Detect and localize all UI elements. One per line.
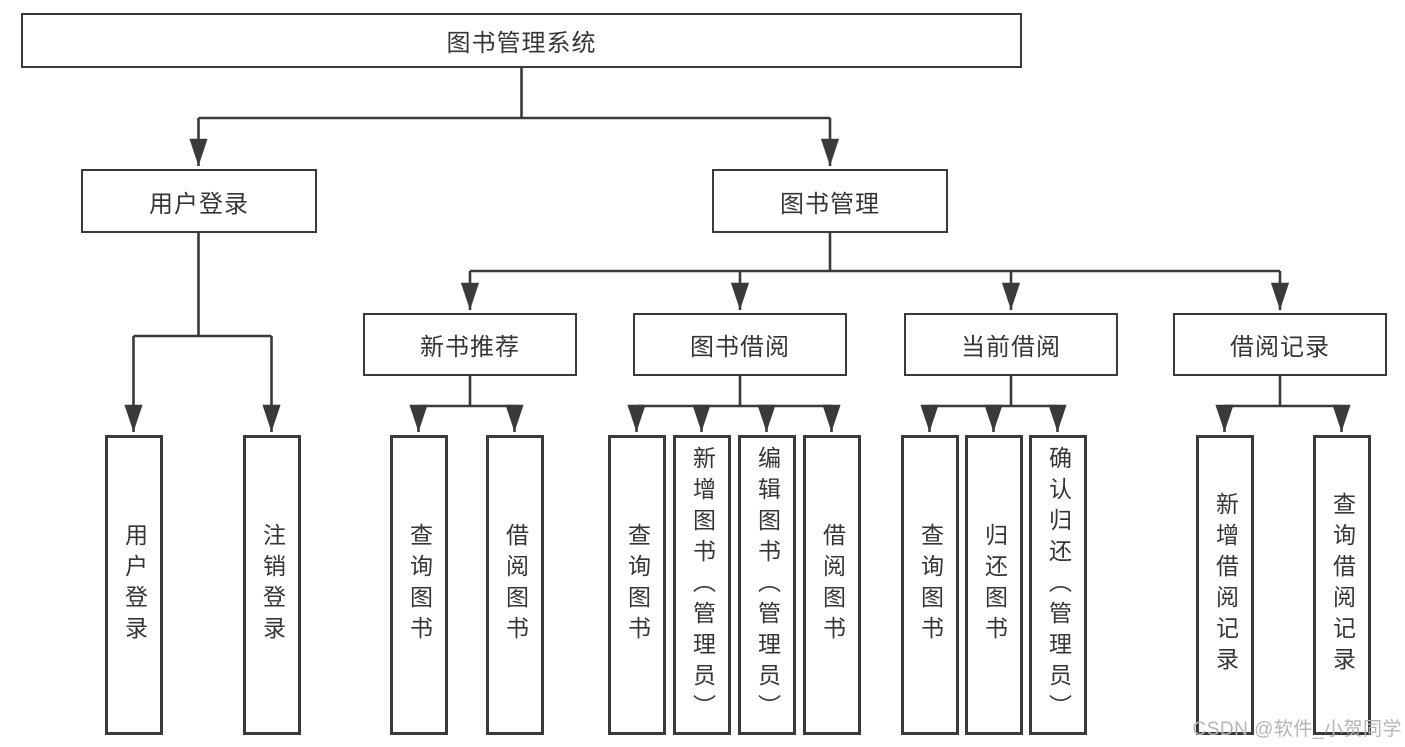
watermark: CSDN @软件_小贺同学 — [1192, 719, 1402, 740]
leaf-edit-book-admin: 编辑图书（管理员） — [738, 435, 796, 735]
node-borrowing-records: 借阅记录 — [1173, 313, 1387, 376]
leaf-add-borrow-record: 新增借阅记录 — [1196, 435, 1254, 735]
node-label: 编辑图书（管理员） — [754, 445, 781, 725]
node-label: 图书管理 — [780, 190, 880, 218]
node-library-system: 图书管理系统 — [21, 13, 1022, 68]
leaf-query-books-borrowing: 查询图书 — [608, 435, 666, 735]
connector-borrowing-records-branch — [1215, 376, 1351, 432]
connector-book-borrowing-branch — [627, 376, 841, 432]
leaf-query-borrow-record: 查询借阅记录 — [1313, 435, 1371, 735]
node-label: 查询借阅记录 — [1329, 492, 1356, 678]
leaf-borrow-books-borrowing: 借阅图书 — [803, 435, 861, 735]
leaf-confirm-return-admin: 确认归还（管理员） — [1029, 435, 1087, 735]
node-label: 确认归还（管理员） — [1045, 445, 1072, 725]
leaf-logout: 注销登录 — [243, 435, 301, 735]
node-label: 查询图书 — [917, 523, 944, 647]
node-current-borrowing: 当前借阅 — [904, 313, 1118, 376]
node-label: 用户登录 — [149, 190, 249, 218]
node-label: 查询图书 — [624, 523, 651, 647]
leaf-query-books-current: 查询图书 — [901, 435, 959, 735]
leaf-add-book-admin: 新增图书（管理员） — [673, 435, 731, 735]
node-label: 借阅记录 — [1230, 334, 1330, 361]
node-user-login: 用户登录 — [81, 169, 317, 233]
connector-current-borrowing-branch — [920, 376, 1067, 432]
node-label: 当前借阅 — [961, 334, 1061, 361]
node-label: 借阅图书 — [819, 523, 846, 647]
node-new-book-recommend: 新书推荐 — [363, 313, 577, 376]
node-label: 注销登录 — [259, 523, 286, 647]
connector-user-login-branch — [124, 233, 281, 432]
node-label: 新书推荐 — [420, 334, 520, 361]
leaf-borrow-books-recommend: 借阅图书 — [486, 435, 544, 735]
connector-book-management-branch — [460, 233, 1290, 310]
connector-new-book-recommend-branch — [409, 376, 524, 432]
node-label: 归还图书 — [981, 523, 1008, 647]
node-book-management: 图书管理 — [712, 169, 948, 233]
node-label: 新增借阅记录 — [1212, 492, 1239, 678]
node-label: 借阅图书 — [502, 523, 529, 647]
node-label: 图书借阅 — [690, 334, 790, 361]
node-label: 用户登录 — [121, 523, 148, 647]
leaf-user-login: 用户登录 — [105, 435, 163, 735]
leaf-query-books-recommend: 查询图书 — [390, 435, 448, 735]
node-book-borrowing: 图书借阅 — [633, 313, 847, 376]
node-label: 新增图书（管理员） — [689, 445, 716, 725]
node-label: 查询图书 — [406, 523, 433, 647]
node-label: 图书管理系统 — [446, 30, 597, 57]
connector-root-branch — [189, 68, 840, 166]
leaf-return-book: 归还图书 — [965, 435, 1023, 735]
